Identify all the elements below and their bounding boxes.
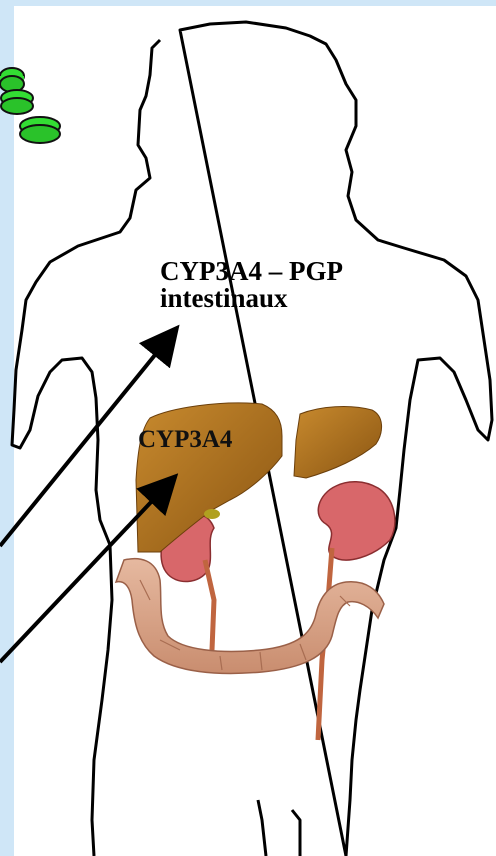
hepatic-enzyme-label: CYP3A4: [138, 427, 232, 452]
intestinal-label-line1: CYP3A4 – PGP: [160, 258, 343, 285]
intestine-icon: [116, 559, 384, 674]
pills-icon: [0, 68, 60, 143]
intestinal-enzyme-label: CYP3A4 – PGP intestinaux: [160, 258, 343, 312]
intestinal-label-line2: intestinaux: [160, 285, 343, 312]
